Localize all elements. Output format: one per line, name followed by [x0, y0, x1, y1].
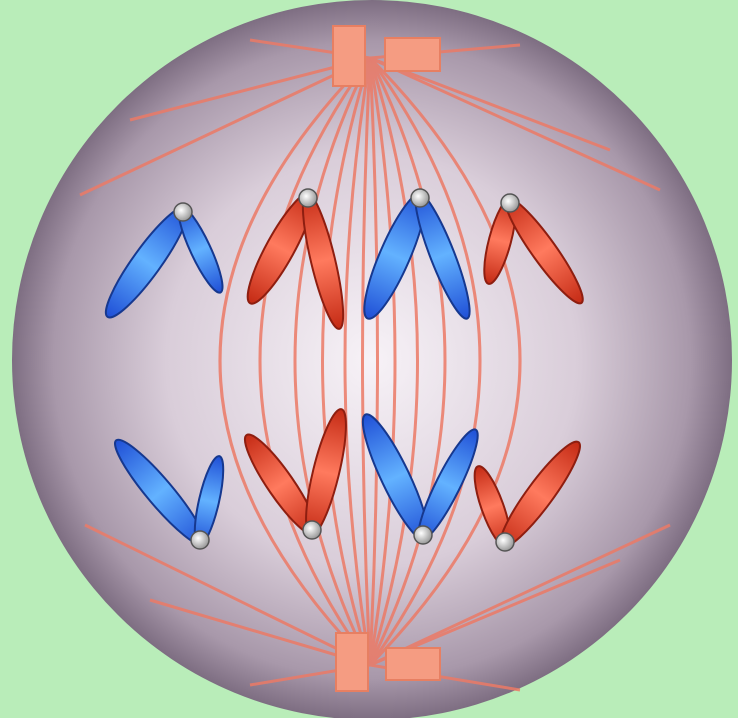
centromere — [496, 533, 514, 551]
centromere — [191, 531, 209, 549]
centromere — [303, 521, 321, 539]
centromere — [174, 203, 192, 221]
centromere — [411, 189, 429, 207]
centriole-bottom-right — [386, 648, 440, 680]
centriole-top-right — [385, 38, 440, 71]
centriole-top-left — [333, 26, 365, 86]
centromere — [299, 189, 317, 207]
centromere — [414, 526, 432, 544]
centriole-bottom-left — [336, 633, 368, 691]
centromere — [501, 194, 519, 212]
